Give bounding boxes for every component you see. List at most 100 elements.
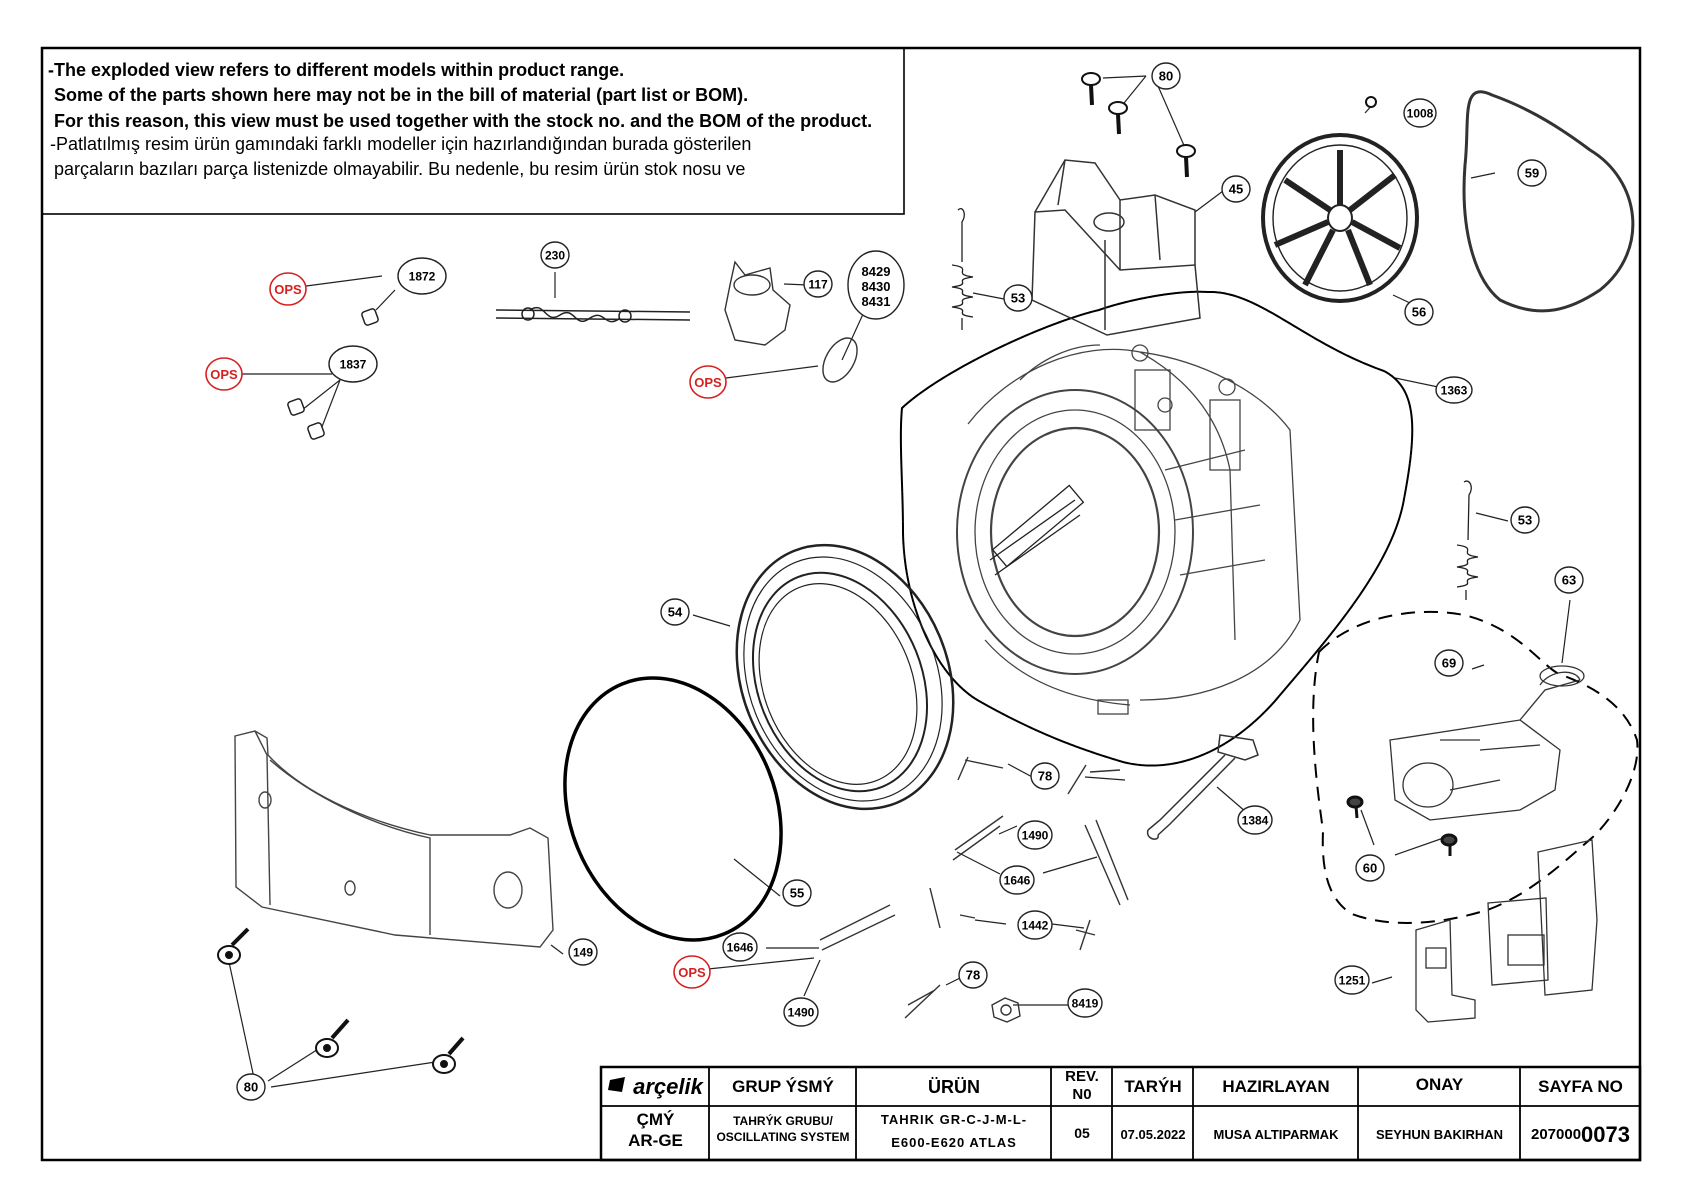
note-en-2: Some of the parts shown here may not be … — [54, 85, 749, 105]
callout-bubble — [1030, 762, 1060, 790]
urun-line-1: TAHRIK GR-C-J-M-L- — [880, 1112, 1028, 1128]
callout-bubble — [999, 865, 1035, 895]
callout-label: 54 — [668, 605, 683, 620]
callout-label-8429: 8429 — [862, 264, 891, 279]
brand-logo: arçelik — [633, 1074, 703, 1100]
callout-78b: 78 — [958, 961, 988, 989]
callout-label: 1837 — [340, 358, 367, 372]
callout-label: 63 — [1562, 573, 1576, 588]
ops-label: OPS — [678, 965, 706, 980]
callout-1646b: 1646 — [722, 932, 758, 962]
callout-label: 1490 — [1022, 829, 1049, 843]
note-en-3: For this reason, this view must be used … — [54, 111, 873, 131]
callout-1363: 1363 — [1435, 376, 1473, 404]
foam-pads — [287, 308, 379, 440]
callout-label: 80 — [1159, 69, 1173, 84]
motor-screws — [1346, 795, 1458, 856]
callout-label: 56 — [1412, 305, 1426, 320]
callout-bubble — [1403, 98, 1437, 128]
callout-bubbles: 8010085945187223011753561837136353635469… — [236, 62, 1584, 1101]
ops-mark: OPS — [673, 955, 711, 989]
callout-bubble — [1554, 566, 1584, 594]
callout-bubble — [397, 257, 447, 295]
sayfa-header: SAYFA NO — [1538, 1077, 1623, 1097]
callout-53b: 53 — [1510, 506, 1540, 534]
callout-149: 149 — [568, 938, 598, 966]
callout-bubble — [782, 879, 812, 907]
callout-bubble — [1237, 805, 1273, 835]
grup-line-1: TAHRÝK GRUBU/ — [733, 1113, 833, 1128]
callout-bubble — [1355, 854, 1385, 882]
callout-label: 149 — [573, 946, 593, 960]
callout-label-8430: 8430 — [862, 279, 891, 294]
callout-bubble — [803, 270, 833, 298]
callout-label: 1008 — [1407, 107, 1434, 121]
callout-bubble — [1017, 910, 1053, 940]
rev-header-2: N0 — [1072, 1086, 1092, 1104]
hazirlayan-header: HAZIRLAYAN — [1222, 1077, 1330, 1097]
note-tr-1: -Patlatılmış resim ürün gamındaki farklı… — [50, 134, 752, 154]
callout-1251: 1251 — [1334, 965, 1370, 995]
sayfa-suffix: 0073 — [1581, 1122, 1630, 1148]
tub-springs — [951, 208, 1479, 600]
callout-label: 230 — [545, 249, 565, 263]
callout-bubble — [540, 241, 570, 269]
urun-header: ÜRÜN — [928, 1076, 980, 1097]
callout-label: 78 — [1038, 769, 1052, 784]
grup-header: GRUP ÝSMÝ — [732, 1077, 834, 1097]
ops-label: OPS — [210, 367, 238, 382]
callout-label: 80 — [244, 1080, 258, 1095]
callout-bubble — [1221, 175, 1251, 203]
callout-label: 60 — [1363, 861, 1377, 876]
note-tr-2: parçaların bazıları parça listenizde olm… — [54, 159, 746, 179]
onay-header: ONAY — [1415, 1075, 1464, 1095]
ops-mark: OPS — [689, 365, 727, 399]
callout-label-8431: 8431 — [862, 294, 891, 309]
callout-label: 69 — [1442, 656, 1456, 671]
callout-label: 59 — [1525, 166, 1539, 181]
callout-bubble — [1151, 62, 1181, 90]
heater — [1146, 734, 1259, 840]
ops-mark: OPS — [269, 272, 307, 306]
callout-53a: 53 — [1003, 284, 1033, 312]
onay-value: SEYHUN BAKIRHAN — [1375, 1127, 1504, 1143]
callout-bubble — [958, 961, 988, 989]
callout-bubble — [1404, 298, 1434, 326]
callout-bubble — [1067, 988, 1103, 1018]
callout-label: 1646 — [727, 941, 754, 955]
callout-63: 63 — [1554, 566, 1584, 594]
callout-117: 117 — [803, 270, 833, 298]
tarih-header: TARÝH — [1124, 1077, 1182, 1097]
callout-bubble — [1517, 159, 1547, 187]
callout-60: 60 — [1355, 854, 1385, 882]
sump-hose — [724, 260, 858, 383]
bracket-screws — [1081, 72, 1377, 178]
callout-bubble — [1435, 376, 1473, 404]
callout-80a: 80 — [1151, 62, 1181, 90]
tarih-value: 07.05.2022 — [1120, 1127, 1186, 1143]
clamp-ring — [563, 676, 783, 942]
callout-bubble — [660, 598, 690, 626]
grup-line-2: OSCILLATING SYSTEM — [716, 1129, 850, 1144]
hazirlayan-value: MUSA ALTIPARMAK — [1213, 1127, 1339, 1143]
callout-1008: 1008 — [1403, 98, 1437, 128]
callout-label: 8419 — [1072, 997, 1099, 1011]
callout-bubble — [1510, 506, 1540, 534]
callout-label: 55 — [790, 886, 804, 901]
ops-marks: OPS OPS OPS OPS — [205, 272, 727, 989]
callout-label: 53 — [1518, 513, 1532, 528]
callout-bubble — [568, 938, 598, 966]
urun-line-2: E600-E620 ATLAS — [891, 1135, 1017, 1151]
motor — [1389, 665, 1585, 821]
door-gasket — [735, 543, 955, 811]
outer-tub — [956, 344, 1301, 715]
callout-45: 45 — [1221, 175, 1251, 203]
counterweight — [234, 730, 554, 948]
damper-parts — [819, 756, 1129, 1023]
note-box — [41, 47, 905, 215]
ops-label: OPS — [694, 375, 722, 390]
callout-label: 1384 — [1242, 814, 1269, 828]
callout-1490a: 1490 — [1017, 820, 1053, 850]
